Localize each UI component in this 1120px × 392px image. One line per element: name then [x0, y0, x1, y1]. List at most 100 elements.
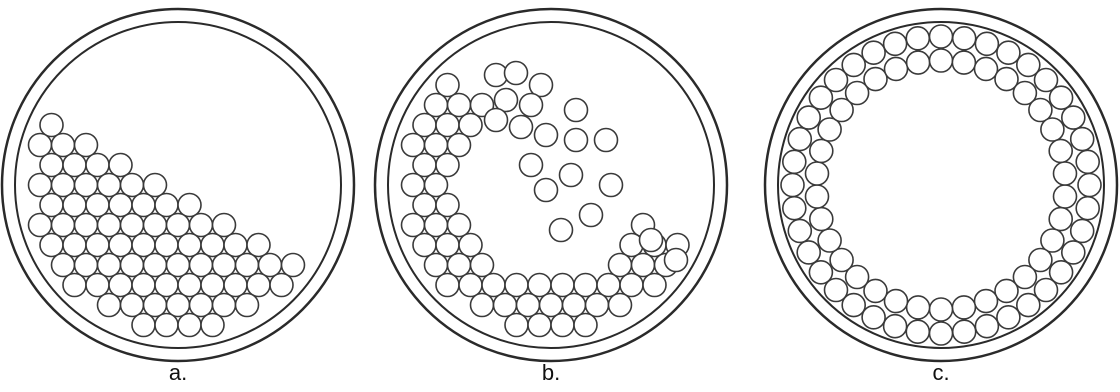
- ball: [930, 298, 953, 321]
- ball: [884, 32, 907, 55]
- ball: [806, 162, 829, 185]
- ball: [132, 194, 155, 217]
- ball: [109, 234, 132, 257]
- ball: [494, 294, 517, 317]
- ball: [190, 214, 213, 237]
- ball: [597, 274, 620, 297]
- ball: [862, 306, 885, 329]
- ball: [1071, 219, 1094, 242]
- ball: [144, 174, 167, 197]
- ball: [413, 154, 436, 177]
- ball: [121, 254, 144, 277]
- ball: [788, 219, 811, 242]
- ball: [783, 197, 806, 220]
- ball: [906, 320, 929, 343]
- ball: [600, 174, 623, 197]
- ball: [436, 194, 459, 217]
- ball: [425, 214, 448, 237]
- ball: [1071, 128, 1094, 151]
- ball: [510, 116, 533, 139]
- ball: [665, 249, 688, 272]
- ball: [997, 41, 1020, 64]
- ball: [86, 194, 109, 217]
- ball: [781, 174, 804, 197]
- ball: [282, 254, 305, 277]
- ball: [75, 134, 98, 157]
- ball: [520, 154, 543, 177]
- ball: [1076, 150, 1099, 173]
- ball: [213, 214, 236, 237]
- ball: [155, 234, 178, 257]
- ball: [29, 174, 52, 197]
- ball: [975, 32, 998, 55]
- ball: [459, 234, 482, 257]
- ball: [459, 114, 482, 137]
- ball: [907, 296, 930, 319]
- ball: [975, 315, 998, 338]
- ball: [98, 254, 121, 277]
- ball: [425, 254, 448, 277]
- ball: [132, 314, 155, 337]
- ball: [402, 134, 425, 157]
- ball: [144, 294, 167, 317]
- ball: [609, 254, 632, 277]
- ball: [86, 154, 109, 177]
- ball: [1062, 241, 1085, 264]
- ball: [930, 322, 953, 345]
- ball: [535, 179, 558, 202]
- ball: [63, 154, 86, 177]
- ball: [40, 154, 63, 177]
- ball: [402, 214, 425, 237]
- ball: [565, 99, 588, 122]
- ball: [144, 214, 167, 237]
- ball: [810, 208, 833, 231]
- ball: [52, 254, 75, 277]
- ball: [640, 229, 663, 252]
- ball: [109, 154, 132, 177]
- ball: [997, 306, 1020, 329]
- ball: [1078, 174, 1101, 197]
- ball: [178, 274, 201, 297]
- ball: [75, 214, 98, 237]
- ball: [213, 294, 236, 317]
- panel-label-a: a.: [169, 360, 187, 385]
- ball: [505, 274, 528, 297]
- ball: [975, 57, 998, 80]
- ball: [98, 294, 121, 317]
- ball: [259, 254, 282, 277]
- ball: [144, 254, 167, 277]
- panel-label-c: c.: [932, 360, 949, 385]
- ball: [1017, 294, 1040, 317]
- ball: [40, 194, 63, 217]
- ball: [885, 57, 908, 80]
- ball: [132, 234, 155, 257]
- ball: [132, 274, 155, 297]
- ball: [482, 274, 505, 297]
- ball: [551, 274, 574, 297]
- ball: [436, 234, 459, 257]
- ball: [535, 124, 558, 147]
- ball: [806, 185, 829, 208]
- ball: [178, 314, 201, 337]
- ball: [29, 134, 52, 157]
- ball: [952, 296, 975, 319]
- ball: [864, 68, 887, 91]
- ball: [86, 234, 109, 257]
- ball: [448, 254, 471, 277]
- ball: [930, 49, 953, 72]
- ball: [505, 314, 528, 337]
- ball: [155, 314, 178, 337]
- ball: [1062, 106, 1085, 129]
- ball: [224, 274, 247, 297]
- ball: [520, 94, 543, 117]
- ball: [247, 234, 270, 257]
- ball: [52, 214, 75, 237]
- ball: [167, 294, 190, 317]
- ball: [595, 129, 618, 152]
- ball: [236, 294, 259, 317]
- ball: [413, 194, 436, 217]
- panel-label-b: b.: [542, 360, 560, 385]
- ball: [190, 254, 213, 277]
- ball: [1054, 162, 1077, 185]
- ball: [201, 314, 224, 337]
